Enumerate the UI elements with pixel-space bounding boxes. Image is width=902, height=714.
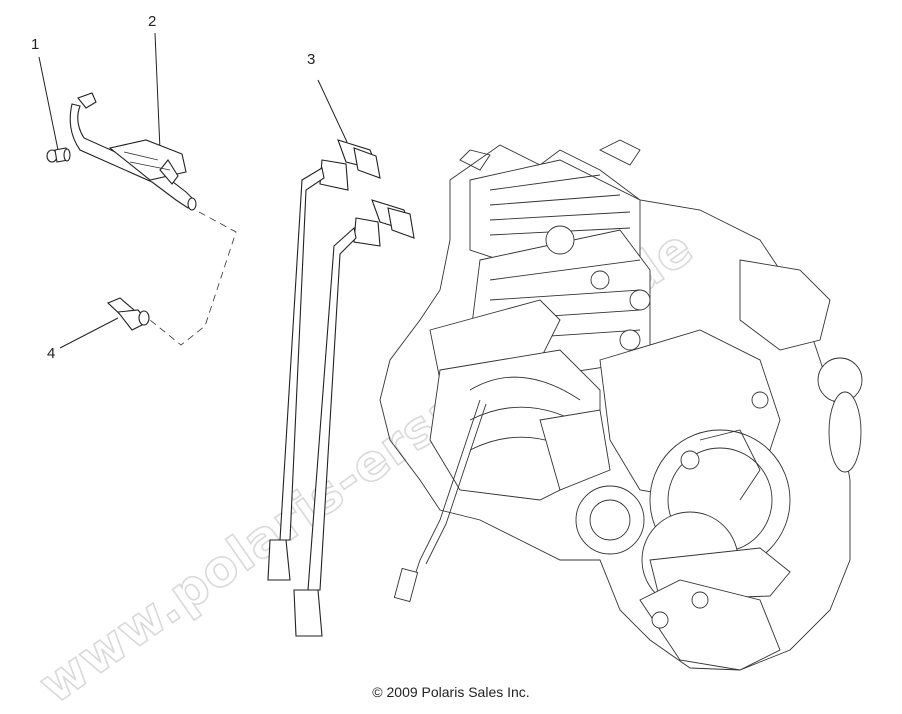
callout-2-number: 2 xyxy=(148,13,156,30)
part-1-fitting[interactable] xyxy=(46,147,71,163)
callout-4-leader xyxy=(59,317,119,349)
callout-1[interactable]: 1 xyxy=(31,36,59,151)
callout-2[interactable]: 2 xyxy=(148,13,161,151)
part-2-fuel-rail[interactable] xyxy=(69,92,197,211)
copyright-notice: © 2009 Polaris Sales Inc. xyxy=(372,684,530,700)
callout-2-leader xyxy=(154,32,161,151)
engine-assembly xyxy=(379,139,863,671)
part-4-connector[interactable] xyxy=(107,297,150,331)
assembly-leader xyxy=(149,211,237,346)
callout-4-number: 4 xyxy=(47,345,55,362)
callout-3-leader xyxy=(317,79,348,143)
part-3-injectors[interactable] xyxy=(267,139,415,637)
callout-1-number: 1 xyxy=(31,36,39,53)
callout-3-number: 3 xyxy=(307,51,315,68)
callout-4[interactable]: 4 xyxy=(47,317,119,362)
callout-1-leader xyxy=(38,56,59,151)
callout-3[interactable]: 3 xyxy=(307,51,348,143)
